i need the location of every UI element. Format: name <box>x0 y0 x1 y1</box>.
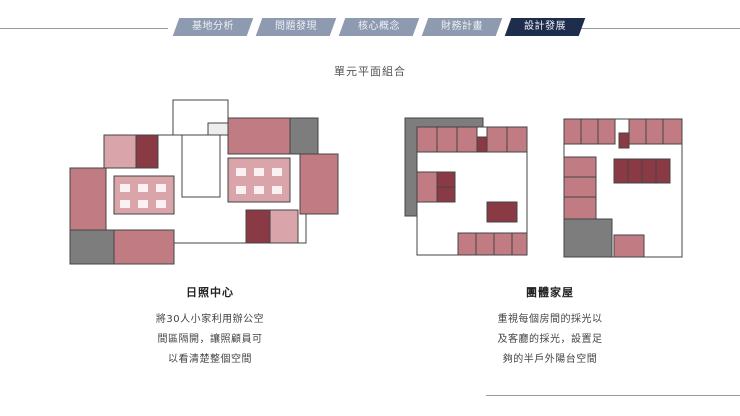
tab-site-analysis[interactable]: 基地分析 <box>176 18 250 36</box>
page-title: 單元平面組合 <box>334 65 406 78</box>
section-nav: 基地分析 問題發現 核心概念 財務計畫 設計發展 <box>176 18 591 36</box>
tab-design-development[interactable]: 設計發展 <box>508 18 582 36</box>
group-home-floor-plan-left <box>404 117 534 257</box>
header-rule-right <box>573 28 740 29</box>
footer-rule <box>486 395 740 396</box>
daycare-desc-line: 間區隔開，讓照顧員可 <box>157 334 263 345</box>
group-home-desc-line: 重視每個房間的採光以 <box>497 314 603 325</box>
daycare-caption: 日照中心 將30人小家利用辦公空 間區隔開，讓照顧員可 以看清楚整個空間 <box>120 284 300 370</box>
group-home-caption: 團體家屋 重視每個房間的採光以 及客廳的採光，設置足 夠的半戶外陽台空間 <box>460 284 640 370</box>
group-home-floor-plan-right <box>562 117 686 259</box>
group-home-desc-line: 及客廳的採光，設置足 <box>497 334 603 345</box>
tab-problem-discovery[interactable]: 問題發現 <box>259 18 333 36</box>
group-home-title: 團體家屋 <box>526 286 574 299</box>
tab-financial-plan[interactable]: 財務計畫 <box>425 18 499 36</box>
daycare-floor-plan <box>68 98 340 266</box>
group-home-desc-line: 夠的半戶外陽台空間 <box>502 354 598 365</box>
daycare-desc-line: 將30人小家利用辦公空 <box>155 314 265 325</box>
daycare-desc-line: 以看清楚整個空間 <box>168 354 252 365</box>
header-rule-left <box>0 28 168 29</box>
tab-core-concept[interactable]: 核心概念 <box>342 18 416 36</box>
daycare-title: 日照中心 <box>186 286 234 299</box>
